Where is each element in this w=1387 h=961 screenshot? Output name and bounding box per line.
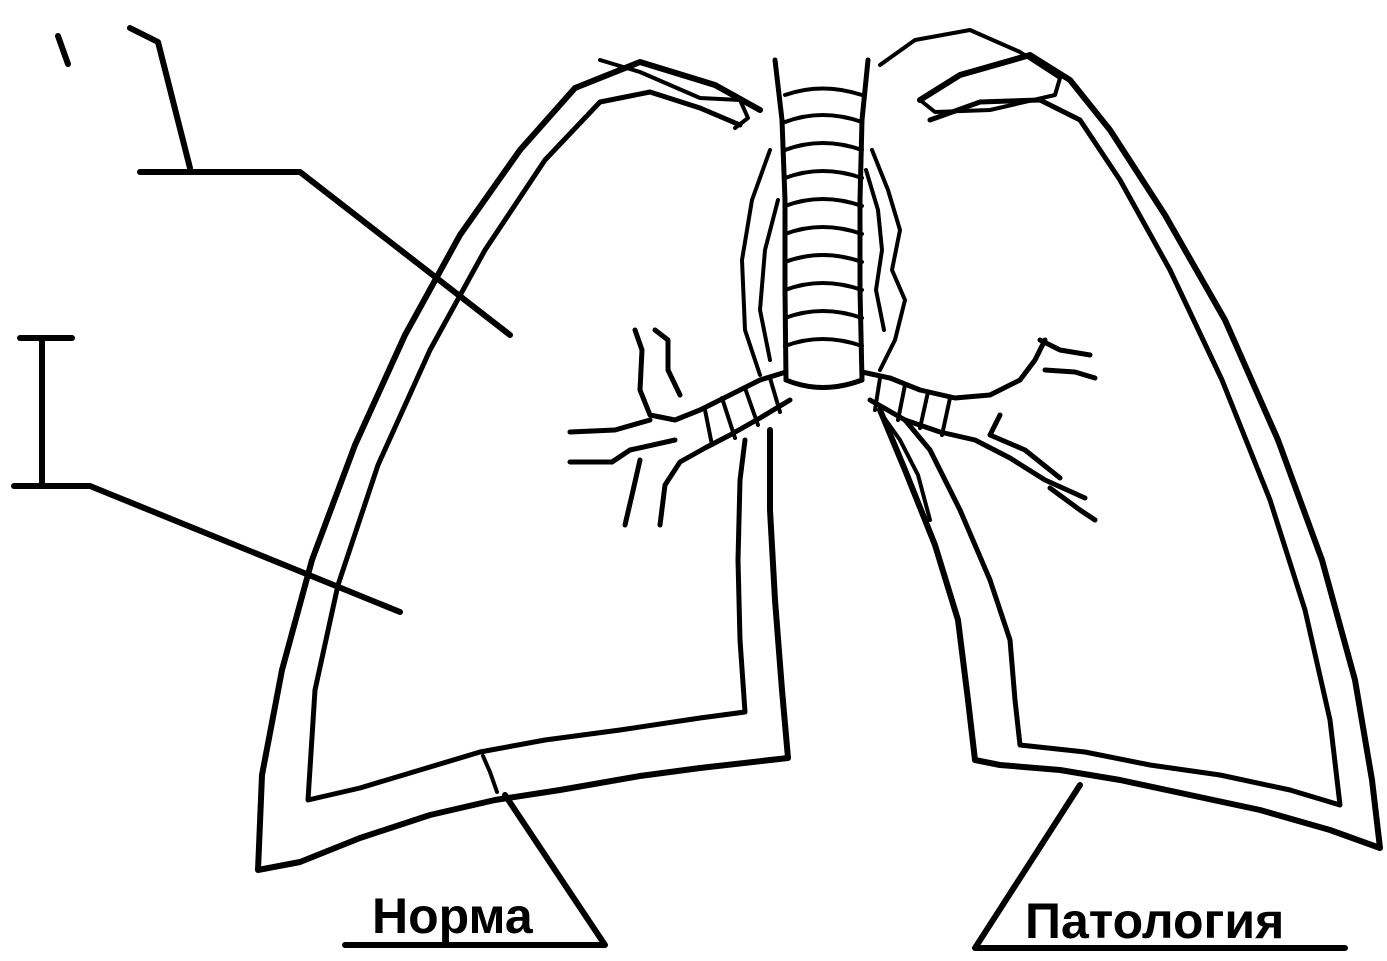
trachea-ring-8 [785, 283, 862, 290]
pointer-lower-leader [90, 486, 400, 612]
pointer-upper-leader [300, 172, 510, 335]
trachea-ring-3 [785, 143, 862, 150]
left-bronchus-ring-3 [722, 398, 735, 438]
trachea-ring-9 [785, 311, 862, 318]
right-vessel [872, 150, 905, 370]
trachea-ring-2 [785, 115, 862, 122]
right-bronchus-ring-4 [942, 398, 950, 435]
right-bronchus [862, 340, 1095, 520]
right-bronchus-ring-3 [920, 392, 928, 428]
right-lung-outer [880, 55, 1380, 848]
left-vessel-inner [760, 200, 778, 360]
left-bronchus-ring-4 [705, 410, 712, 445]
right-vessel-inner [866, 170, 884, 330]
left-label-text: Норма [372, 888, 534, 944]
pointer-upper [58, 28, 510, 335]
left-bronchus-branch-left [570, 420, 650, 432]
left-bronchus-branch-down [625, 460, 640, 525]
left-bronchus-ring-2 [745, 388, 758, 425]
left-bronchus [570, 330, 790, 525]
trachea-ring-4 [785, 171, 862, 178]
left-lung [258, 60, 788, 870]
right-label-group: Патология [975, 785, 1345, 949]
left-label-group: Норма [345, 795, 605, 945]
pointer-upper-mark [58, 36, 68, 64]
left-bronchus-upper-wall [635, 330, 786, 420]
right-lung [880, 30, 1380, 848]
trachea-ring-1 [785, 89, 862, 96]
left-bronchus-branch-up [655, 330, 680, 395]
left-lung-notch [483, 756, 497, 792]
right-bronchus-lower-wall [870, 400, 1085, 498]
trachea [742, 60, 905, 388]
left-bronchus-branch-left2 [570, 440, 675, 462]
left-lung-inner [308, 92, 745, 800]
trachea-carina [786, 380, 862, 388]
trachea-ring-5 [785, 199, 862, 206]
pointer-upper-tick [130, 28, 190, 168]
right-label-text: Патология [1025, 893, 1284, 949]
trachea-left-wall [775, 60, 786, 380]
trachea-ring-7 [785, 255, 862, 262]
trachea-ring-10 [785, 339, 862, 346]
right-bronchus-branch-up [1040, 340, 1090, 355]
trachea-ring-6 [785, 227, 862, 234]
right-bronchus-ring-2 [898, 385, 905, 420]
left-lung-outer [258, 62, 788, 870]
right-bronchus-branch-up2 [1045, 370, 1095, 378]
trachea-right-wall [860, 60, 868, 380]
